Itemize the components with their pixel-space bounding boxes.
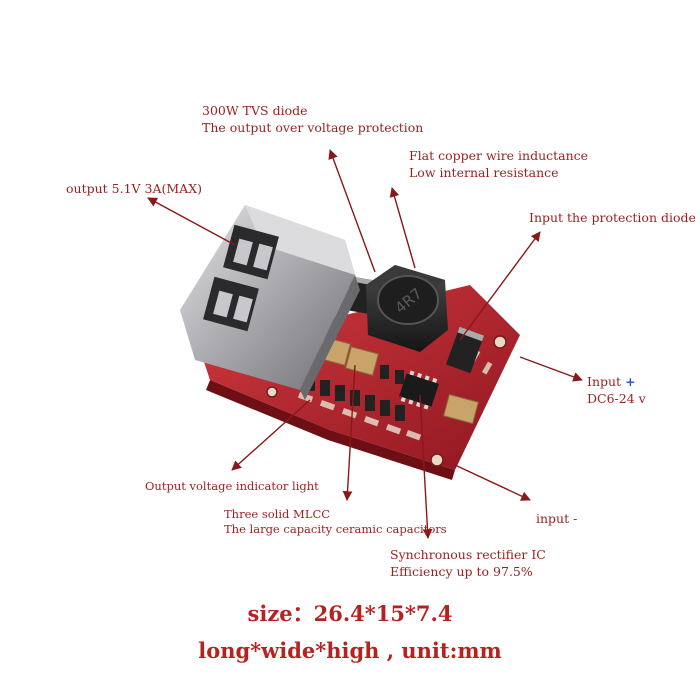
- arrow-indicator: [231, 399, 311, 471]
- inductor: 4R7: [366, 265, 448, 352]
- indicator-label: Output voltage indicator light: [145, 479, 319, 493]
- arrow-mlcc: [342, 364, 356, 501]
- arrow-rectifier: [419, 394, 433, 539]
- size-line: size：26.4*15*7.4: [247, 601, 453, 626]
- output-label: output 5.1V 3A(MAX): [66, 181, 202, 196]
- arrow-input-protection: [459, 231, 541, 341]
- input-range-label: DC6-24 v: [587, 391, 646, 406]
- inductor-desc-label: Low internal resistance: [409, 165, 559, 180]
- rectifier-desc-label: Efficiency up to 97.5%: [390, 564, 533, 579]
- dimensions-unit-line: long*wide*high , unit:mm: [198, 638, 502, 663]
- mlcc-title-label: Three solid MLCC: [224, 507, 331, 521]
- tvs-title-label: 300W TVS diode: [202, 103, 308, 118]
- arrow-output: [147, 197, 236, 246]
- arrow-inductor: [389, 187, 416, 269]
- annotation-arrows: [147, 149, 583, 539]
- rectifier-ic: [399, 370, 439, 410]
- input-protection-label: Input the protection diode: [529, 210, 696, 225]
- mlcc-desc-label: The large capacity ceramic capacitors: [224, 522, 447, 536]
- input-plus-text: Input: [587, 374, 622, 389]
- arrow-tvs: [328, 149, 376, 273]
- protection-diode: [445, 326, 485, 374]
- usb-connector: [180, 205, 360, 400]
- tvs-desc-label: The output over voltage protection: [202, 120, 424, 135]
- arrow-input-plus: [519, 356, 583, 382]
- input-plus-label: Input +: [587, 373, 636, 390]
- input-minus-label: input -: [536, 511, 578, 526]
- plus-sign: +: [625, 374, 636, 389]
- arrow-input-minus: [454, 464, 531, 501]
- rectifier-title-label: Synchronous rectifier IC: [390, 547, 546, 562]
- inductor-title-label: Flat copper wire inductance: [409, 148, 589, 163]
